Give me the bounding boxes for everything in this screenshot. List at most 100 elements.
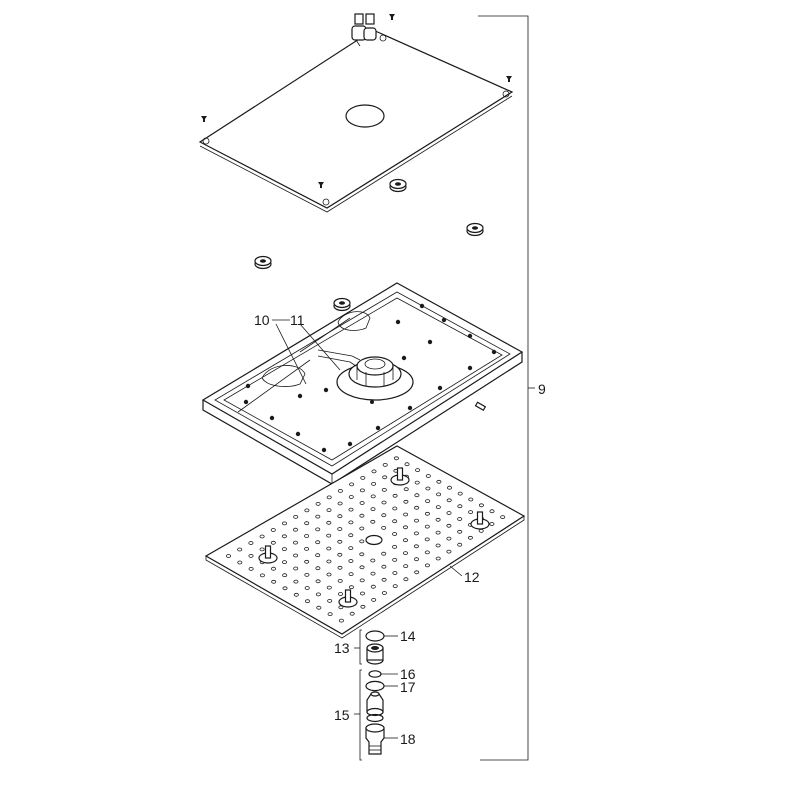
nozzle <box>392 558 398 562</box>
nozzle <box>304 547 310 551</box>
nozzle <box>326 520 332 525</box>
nozzle <box>304 599 310 604</box>
callout-11: 11 <box>290 312 305 328</box>
nozzle <box>281 534 287 539</box>
nozzle <box>457 491 463 496</box>
nozzle <box>315 566 321 571</box>
nozzle <box>338 618 344 623</box>
nozzle <box>467 535 473 540</box>
nozzle <box>402 551 408 555</box>
nozzle <box>435 505 441 510</box>
nozzle <box>457 529 463 534</box>
nozzle <box>468 497 474 502</box>
nozzle <box>435 556 441 561</box>
nozzle <box>282 586 288 591</box>
callout-12: 12 <box>464 569 480 585</box>
nozzle <box>436 492 442 497</box>
pin <box>474 401 487 412</box>
nozzle <box>370 571 376 576</box>
nozzle <box>359 501 365 505</box>
nozzle <box>370 519 376 524</box>
nozzle <box>326 533 332 538</box>
nozzle <box>348 507 354 512</box>
nozzle <box>413 531 419 536</box>
nozzle <box>348 495 354 499</box>
nozzle <box>270 528 276 532</box>
nozzle <box>457 504 463 509</box>
nozzle <box>403 499 409 504</box>
nozzle <box>337 552 343 557</box>
nozzle <box>315 540 321 545</box>
nozzle <box>435 517 441 522</box>
nozzle <box>292 527 298 532</box>
nozzle <box>337 565 343 570</box>
tray-holes <box>243 303 497 453</box>
nozzle <box>446 485 452 490</box>
nozzle <box>392 584 398 588</box>
nozzle <box>370 558 376 563</box>
callout-14: 14 <box>400 628 416 644</box>
spray-nozzles <box>225 456 506 623</box>
nozzle <box>371 598 377 602</box>
nozzle <box>270 566 276 571</box>
nozzle <box>326 572 332 577</box>
nozzle <box>425 474 431 478</box>
nozzle <box>403 564 409 568</box>
nozzle <box>338 605 344 610</box>
nozzle <box>489 522 495 526</box>
nozzle <box>248 554 254 558</box>
nozzle <box>348 559 354 563</box>
callout-10: 10 <box>254 312 270 328</box>
spray-plate <box>204 445 526 639</box>
leader-lines <box>272 319 463 577</box>
housing-tray <box>201 282 524 485</box>
nozzle <box>337 527 343 531</box>
nozzle <box>414 505 420 510</box>
nozzle <box>392 519 398 524</box>
nozzle <box>337 514 343 519</box>
nozzle <box>359 526 365 531</box>
nozzle <box>225 554 231 558</box>
nozzle <box>403 577 409 582</box>
nozzle <box>349 482 355 487</box>
nozzle <box>414 480 420 485</box>
spacers <box>254 178 484 312</box>
callout-13: 13 <box>334 640 350 656</box>
callout-9: 9 <box>538 381 546 397</box>
stud <box>338 589 358 608</box>
nozzle <box>326 508 332 513</box>
nozzle <box>348 585 354 590</box>
nozzle <box>414 493 420 498</box>
nozzle <box>370 494 376 499</box>
callout-17: 17 <box>400 679 416 695</box>
nozzle <box>359 552 365 557</box>
nozzle <box>348 520 354 525</box>
nozzle <box>425 499 431 504</box>
nozzle <box>370 507 376 512</box>
nozzle <box>381 577 387 582</box>
nozzle <box>424 537 430 542</box>
spray-center-hole <box>365 534 383 546</box>
nozzle <box>392 571 398 575</box>
nozzle <box>293 592 299 597</box>
nozzle <box>304 559 310 564</box>
stud <box>390 467 410 486</box>
nozzle <box>259 547 265 552</box>
nozzle <box>349 611 355 616</box>
nozzle <box>424 511 430 516</box>
nozzle <box>435 530 441 535</box>
nozzle <box>237 547 243 552</box>
stud <box>258 545 278 564</box>
nozzle <box>359 488 365 493</box>
nozzle <box>424 524 430 529</box>
nozzle <box>359 539 365 544</box>
nozzle <box>402 525 408 530</box>
nozzle <box>413 557 419 562</box>
nozzle <box>304 534 310 538</box>
nozzle <box>316 605 322 610</box>
nozzle <box>415 468 421 473</box>
central-hub <box>336 356 414 404</box>
nozzle <box>304 521 310 526</box>
nozzle <box>392 506 398 511</box>
